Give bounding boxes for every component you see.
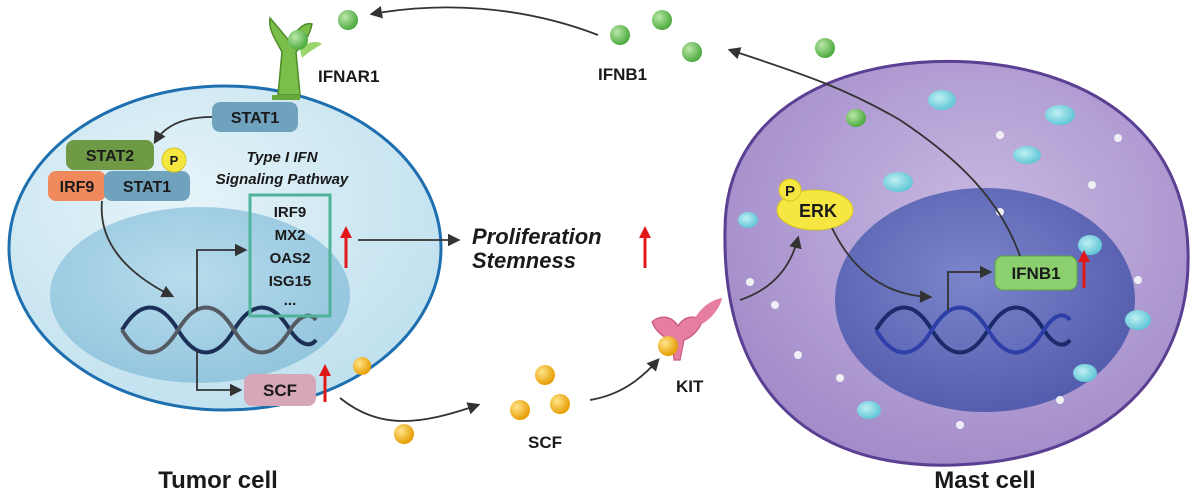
mast-dna-helix — [874, 305, 1072, 355]
scf-label: SCF — [528, 433, 562, 452]
kit-label: KIT — [676, 377, 704, 396]
granule — [746, 278, 754, 286]
phospho-label: P — [170, 153, 179, 168]
stat2-box — [66, 140, 154, 170]
stat1-complex-box — [104, 171, 190, 201]
ifnb1-box-label: IFNB1 — [1011, 264, 1060, 283]
tumor-cell: IFNAR1 STAT1 STAT2 IRF9 STAT1 P Type I I… — [7, 16, 443, 412]
phospho-badge — [161, 147, 187, 173]
granule — [1125, 310, 1151, 330]
dna-to-scf-arrow — [196, 350, 243, 397]
outcome-stemness: Stemness — [472, 248, 576, 273]
irf9-label: IRF9 — [60, 179, 95, 196]
tumor-nucleus — [50, 207, 350, 383]
stat1-top-box — [212, 102, 298, 132]
scf-particle — [550, 394, 570, 414]
granule — [771, 301, 779, 309]
isg-gene-box — [248, 193, 332, 318]
erk-label: ERK — [799, 201, 837, 221]
stat1-top-label: STAT1 — [231, 110, 279, 127]
ifnb1-particle — [682, 42, 702, 62]
ifnb1-box — [994, 255, 1078, 291]
scf-particle — [510, 400, 530, 420]
granule — [1013, 146, 1041, 164]
granule — [996, 208, 1004, 216]
granule — [928, 90, 956, 110]
ifnb1-to-ifnar1-arrow — [369, 6, 599, 36]
ifnb1-particle — [610, 25, 630, 45]
ifnb1-particle — [652, 10, 672, 30]
erk-oval — [776, 189, 854, 231]
pathway-title-line2: Signaling Pathway — [216, 171, 349, 188]
scf-to-kit-arrow-2 — [589, 358, 660, 401]
complex-to-dna-arrow — [100, 200, 175, 298]
granule — [836, 374, 844, 382]
granule — [956, 421, 964, 429]
scf-particles — [394, 365, 570, 444]
erk-to-dna-arrow — [831, 227, 933, 303]
ifnb1-particle — [815, 38, 835, 58]
scf-particle — [394, 424, 414, 444]
scf-box — [244, 374, 316, 406]
granule — [1078, 235, 1102, 255]
stat1-complex-label: STAT1 — [123, 179, 171, 196]
scf-to-kit-arrow-1 — [339, 397, 481, 422]
gene-item: MX2 — [275, 227, 306, 244]
granule — [738, 212, 758, 228]
granule — [996, 131, 1004, 139]
ifnb1-particles — [288, 10, 835, 62]
erk-phospho-badge — [778, 178, 802, 202]
scf-particle — [353, 357, 371, 375]
ifnar1-label: IFNAR1 — [318, 67, 379, 86]
dna-to-ifnb1-arrow — [947, 265, 993, 310]
granule — [1114, 134, 1122, 142]
irf9-box — [48, 171, 106, 201]
kit-to-erk-arrow — [739, 235, 802, 301]
mast-nucleus — [835, 188, 1135, 412]
stat1-to-complex-arrow — [153, 116, 213, 145]
kit-receptor — [651, 298, 722, 361]
mast-cell: ERK P IFNB1 — [723, 47, 1190, 467]
granule — [846, 109, 866, 127]
gene-item: OAS2 — [270, 250, 311, 267]
granule — [794, 351, 802, 359]
ifnb1-particle — [288, 30, 308, 50]
gene-item: IRF9 — [274, 204, 307, 221]
granule — [857, 401, 881, 419]
granule — [1045, 105, 1075, 125]
erk-phospho-label: P — [785, 183, 795, 200]
mast-cell-title: Mast cell — [934, 467, 1035, 494]
stat2-label: STAT2 — [86, 148, 134, 165]
granule — [1073, 364, 1097, 382]
granule — [883, 172, 913, 192]
gene-item: ... — [284, 292, 297, 309]
ifnb1-particle — [338, 10, 358, 30]
ifnb1-label: IFNB1 — [598, 65, 647, 84]
dna-to-genes-arrow — [196, 243, 248, 310]
outcome-proliferation: Proliferation — [472, 224, 602, 249]
scf-box-label: SCF — [263, 381, 297, 400]
isg-gene-list: IRF9 MX2 OAS2 ISG15 ... — [269, 204, 312, 309]
pathway-title-line1: Type I IFN — [246, 149, 318, 166]
ifnb1-secretion-arrow — [727, 47, 1021, 257]
granule — [1134, 276, 1142, 284]
tumor-cell-title: Tumor cell — [158, 467, 278, 494]
scf-particle — [535, 365, 555, 385]
scf-bound-particle — [658, 336, 678, 356]
granule — [1088, 181, 1096, 189]
granule — [1056, 396, 1064, 404]
gene-item: ISG15 — [269, 273, 312, 290]
tumor-dna-helix — [120, 305, 318, 355]
mast-granules — [738, 90, 1151, 429]
